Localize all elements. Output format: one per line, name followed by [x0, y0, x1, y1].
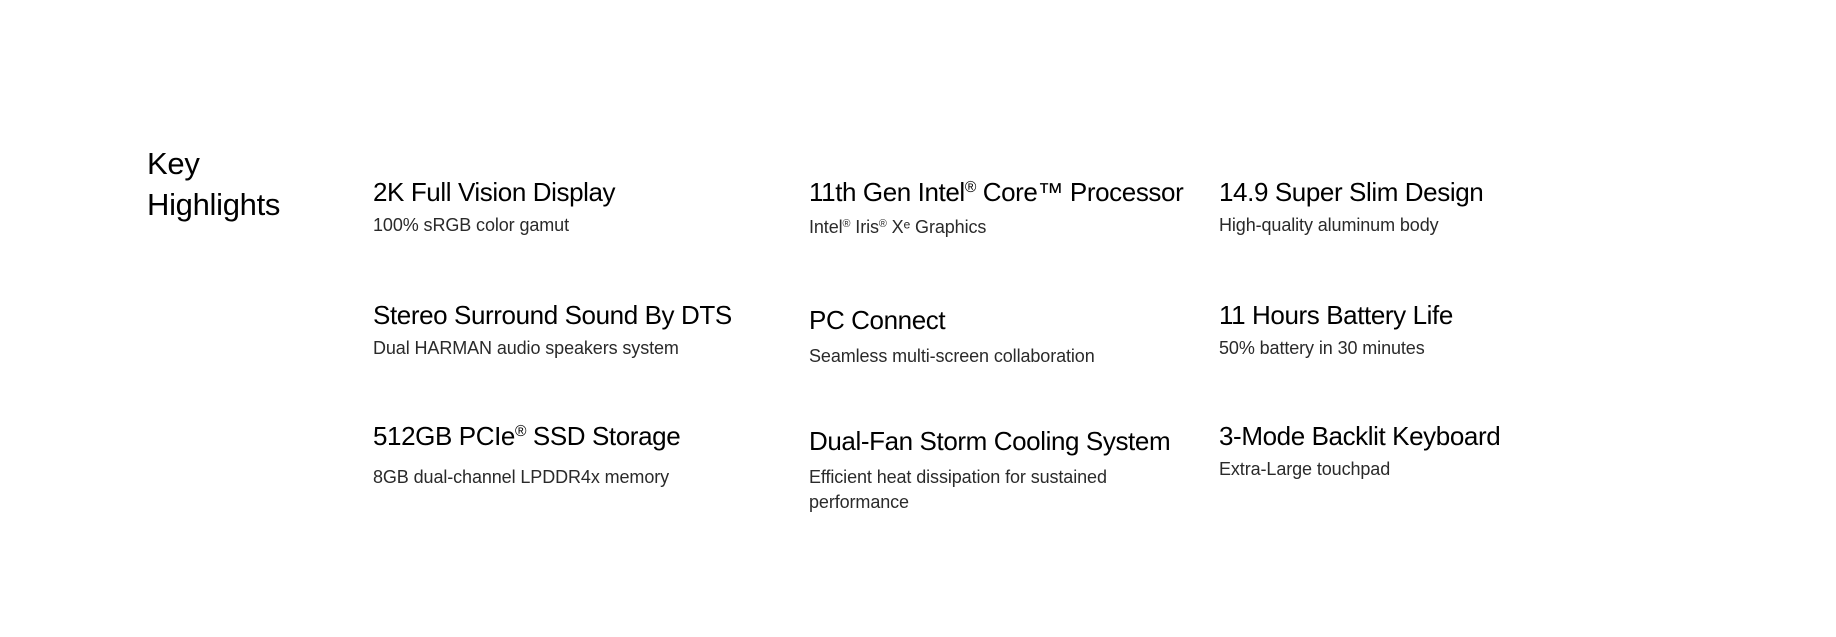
feature-sound: Stereo Surround Sound By DTS Dual HARMAN…: [373, 298, 773, 361]
feature-battery: 11 Hours Battery Life 50% battery in 30 …: [1219, 298, 1619, 361]
feature-title: PC Connect: [809, 305, 946, 335]
registered-mark: ®: [878, 218, 887, 231]
feature-description: Dual HARMAN audio speakers system: [373, 338, 679, 358]
feature-keyboard: 3-Mode Backlit Keyboard Extra-Large touc…: [1219, 419, 1619, 482]
feature-cooling: Dual-Fan Storm Cooling System Efficient …: [809, 424, 1209, 515]
feature-title: 3-Mode Backlit Keyboard: [1219, 421, 1501, 451]
feature-title: Stereo Surround Sound By DTS: [373, 300, 732, 330]
feature-description: 8GB dual-channel LPDDR4x memory: [373, 467, 670, 487]
feature-storage: 512GB PCIe® SSD Storage 8GB dual-channel…: [373, 419, 773, 490]
feature-description-text: Iris: [850, 217, 879, 237]
feature-description: Extra-Large touchpad: [1219, 459, 1391, 479]
feature-title-text: Core™ Processor: [975, 177, 1184, 207]
feature-description: Intel® Iris® Xᵉ Graphics: [809, 215, 1209, 240]
feature-title: 512GB PCIe® SSD Storage: [373, 419, 773, 453]
feature-description: High-quality aluminum body: [1219, 215, 1439, 235]
feature-title: 14.9 Super Slim Design: [1219, 177, 1484, 207]
feature-title: Dual-Fan Storm Cooling System: [809, 426, 1171, 456]
feature-description: Efficient heat dissipation for sustained…: [809, 467, 1107, 512]
feature-description-text: Xᵉ Graphics: [886, 217, 987, 237]
feature-description: 100% sRGB color gamut: [373, 215, 569, 235]
registered-mark: ®: [514, 423, 527, 441]
feature-title-text: 11th Gen Intel: [809, 177, 965, 207]
feature-title-text: SSD Storage: [526, 421, 681, 451]
feature-title: 11 Hours Battery Life: [1219, 300, 1453, 330]
registered-mark: ®: [842, 218, 851, 231]
feature-display: 2K Full Vision Display 100% sRGB color g…: [373, 175, 773, 238]
feature-description: Seamless multi-screen collaboration: [809, 346, 1095, 366]
section-title: Key Highlights: [147, 146, 281, 222]
feature-processor: 11th Gen Intel® Core™ Processor Intel® I…: [809, 175, 1209, 240]
registered-mark: ®: [964, 179, 976, 197]
feature-pc-connect: PC Connect Seamless multi-screen collabo…: [809, 303, 1209, 369]
feature-title-text: 512GB PCIe: [373, 421, 515, 451]
feature-title: 2K Full Vision Display: [373, 177, 616, 207]
feature-title: 11th Gen Intel® Core™ Processor: [809, 175, 1209, 209]
feature-slim-design: 14.9 Super Slim Design High-quality alum…: [1219, 175, 1619, 238]
feature-description: 50% battery in 30 minutes: [1219, 338, 1425, 358]
feature-description-text: Intel: [809, 217, 843, 237]
